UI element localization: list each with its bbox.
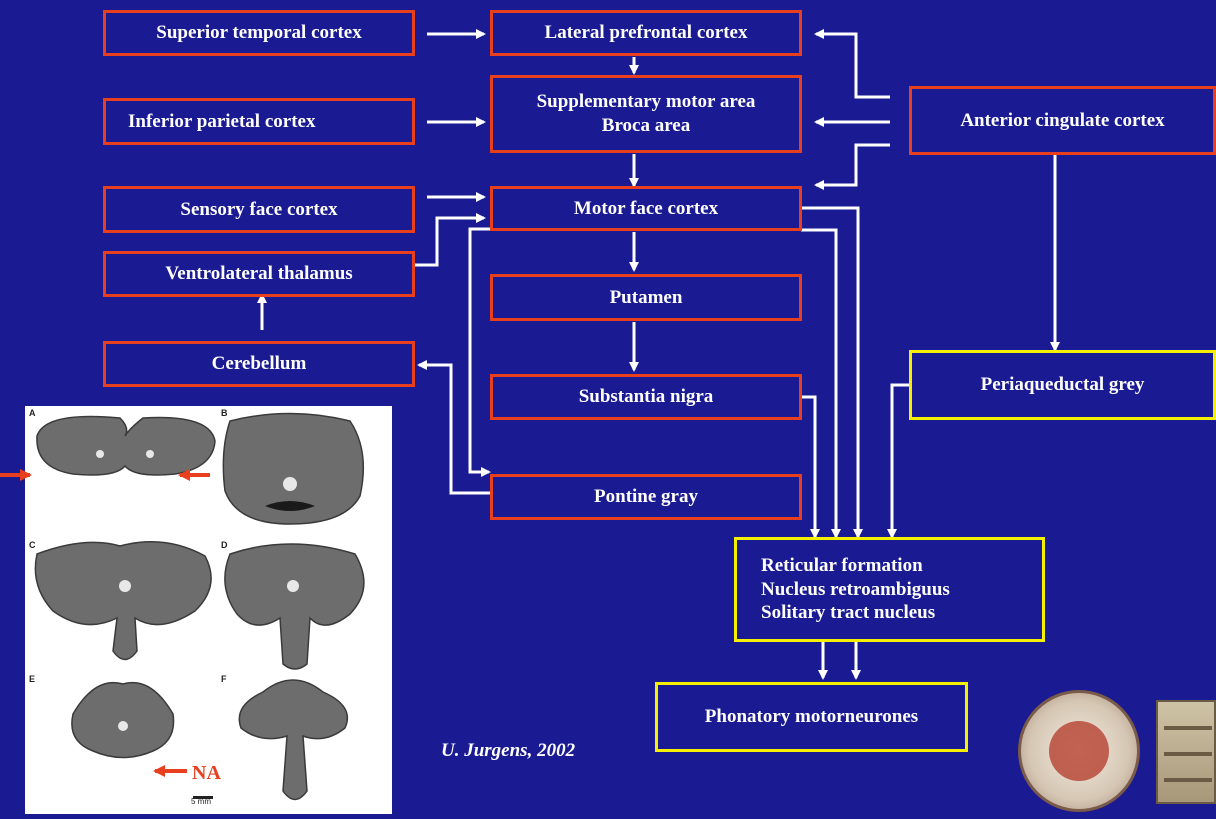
sma-label: Supplementary motor area xyxy=(536,91,756,113)
seal-inner-icon xyxy=(1049,721,1109,781)
building-logo xyxy=(1156,700,1216,804)
panel-label-e: E xyxy=(29,674,36,684)
scale-bar-label: 5 mm xyxy=(191,797,211,806)
panel-label-f: F xyxy=(221,674,227,684)
supplementary-motor-area-box: Supplementary motor area Broca area xyxy=(490,75,802,153)
panel-label-a: A xyxy=(29,408,36,418)
lateral-prefrontal-cortex-box: Lateral prefrontal cortex xyxy=(490,10,802,56)
na-label: NA xyxy=(192,762,221,784)
citation-credit: U. Jurgens, 2002 xyxy=(441,740,576,761)
inferior-parietal-cortex-box: Inferior parietal cortex xyxy=(103,98,415,145)
nucleus-retroambiguus-label: Nucleus retroambiguus xyxy=(761,578,950,600)
panel-label-c: C xyxy=(29,540,36,550)
phonatory-motorneurones-box: Phonatory motorneurones xyxy=(655,682,968,752)
motor-face-cortex-box: Motor face cortex xyxy=(490,186,802,231)
putamen-box: Putamen xyxy=(490,274,802,321)
solitary-tract-nucleus-label: Solitary tract nucleus xyxy=(761,602,936,624)
substantia-nigra-box: Substantia nigra xyxy=(490,374,802,420)
periaqueductal-grey-box: Periaqueductal grey xyxy=(909,350,1216,420)
panel-label-d: D xyxy=(221,540,228,550)
broca-area-label: Broca area xyxy=(601,115,691,136)
brain-sections-figure: A B C D E F xyxy=(25,406,392,814)
reticular-formation-label: Reticular formation xyxy=(761,554,923,576)
cerebellum-box: Cerebellum xyxy=(103,341,415,387)
seal-logo xyxy=(1018,690,1140,812)
brainstem-nuclei-box: Reticular formation Nucleus retroambiguu… xyxy=(734,537,1045,642)
ventrolateral-thalamus-box: Ventrolateral thalamus xyxy=(103,251,415,297)
superior-temporal-cortex-box: Superior temporal cortex xyxy=(103,10,415,56)
brain-sections-image xyxy=(34,412,365,801)
panel-label-b: B xyxy=(221,408,228,418)
anterior-cingulate-cortex-box: Anterior cingulate cortex xyxy=(909,86,1216,155)
pontine-gray-box: Pontine gray xyxy=(490,474,802,520)
sensory-face-cortex-box: Sensory face cortex xyxy=(103,186,415,233)
